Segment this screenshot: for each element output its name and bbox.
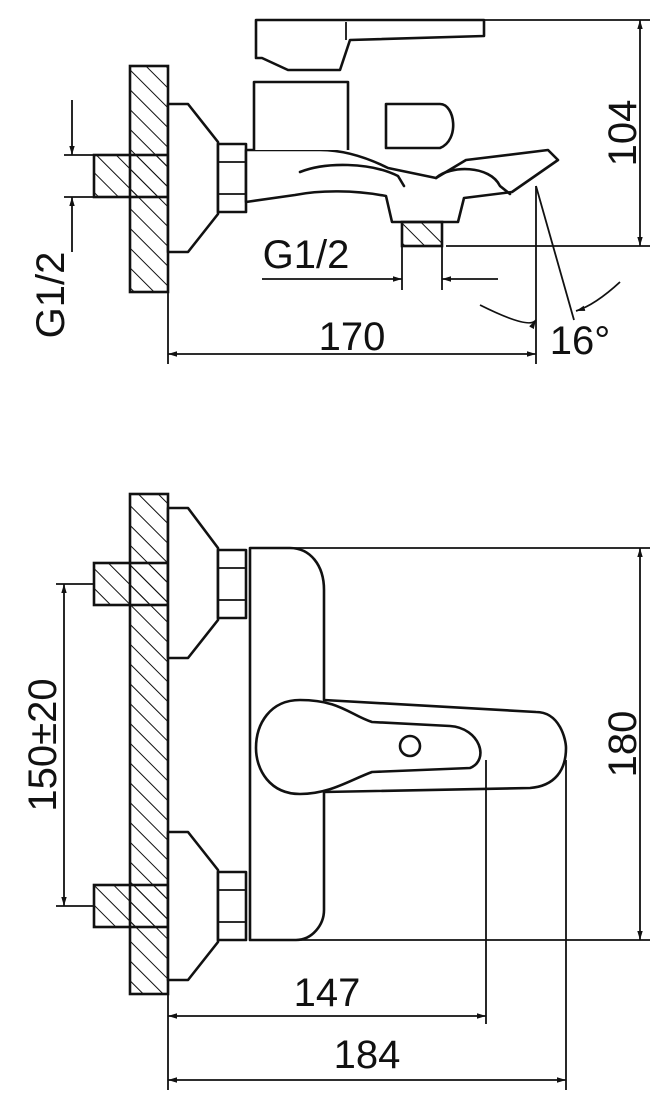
- upper-hex-nut: [216, 548, 248, 620]
- cartridge-housing: [252, 80, 350, 150]
- mixer-body: [244, 148, 560, 224]
- lower-flange: [166, 830, 220, 982]
- angle-label: 16°: [550, 319, 611, 363]
- dim-depth-label: 180: [601, 711, 645, 778]
- diverter-knob: [384, 102, 455, 150]
- top-view: 150±20 180 147 184: [21, 492, 650, 1090]
- dim-spacing-label: 150±20: [21, 678, 65, 811]
- outlet-thread: [400, 220, 444, 248]
- side-view: 104 G1/2 G1/2 16° 170: [29, 18, 650, 364]
- handle-screw: [398, 734, 422, 758]
- upper-pipe: [92, 561, 170, 607]
- dim-length-label: 170: [319, 315, 386, 359]
- dim-overall-label: 184: [334, 1033, 401, 1077]
- handle-top: [254, 698, 482, 796]
- thread-outlet-label: G1/2: [263, 233, 350, 277]
- upper-flange: [166, 506, 220, 660]
- lower-hex-nut: [216, 870, 248, 942]
- escutcheon-flange: [166, 102, 220, 254]
- dim-lever-label: 147: [294, 971, 361, 1015]
- thread-left-label: G1/2: [29, 252, 73, 339]
- hex-nut: [216, 142, 248, 214]
- handle-lever: [254, 18, 486, 72]
- dim-height-label: 104: [601, 100, 645, 167]
- inlet-pipe: [92, 153, 170, 199]
- lower-pipe: [92, 883, 170, 929]
